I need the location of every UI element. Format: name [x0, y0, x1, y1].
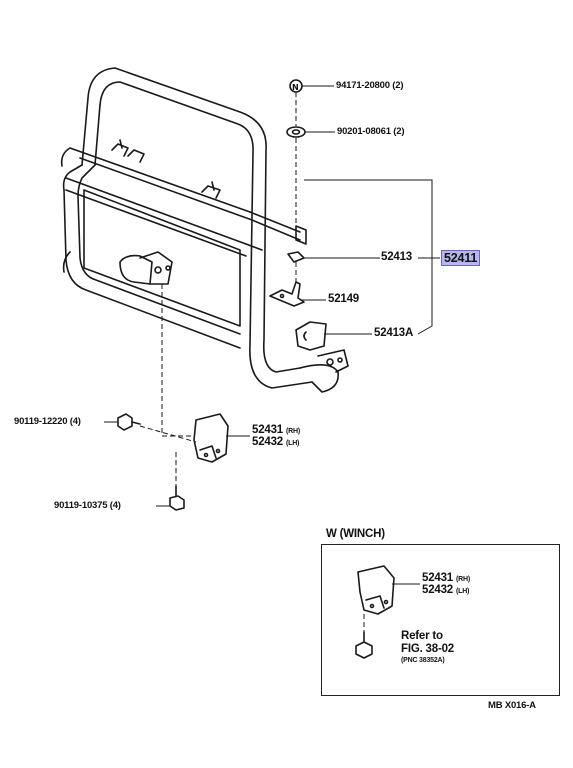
winch-refer-pnc: (PNC 38352A) — [401, 657, 445, 664]
clip-52149-part — [269, 281, 305, 307]
label-52413a: 52413A — [374, 327, 414, 339]
label-washer: 90201-08061 (2) — [337, 126, 405, 137]
nut-part: N — [289, 79, 303, 93]
label-nut: 94171-20800 (2) — [336, 80, 404, 91]
winch-refer-line1: Refer to — [401, 630, 443, 642]
label-52431-rh: 52431 (RH) — [252, 424, 300, 436]
label-52432-lh: 52432 (LH) — [252, 436, 300, 448]
winch-label-52432-lh: 52432 (LH) — [422, 584, 470, 596]
winch-title: W (WINCH) — [326, 528, 385, 540]
label-52411-highlighted[interactable]: 52411 — [441, 250, 481, 266]
winch-inset-box — [321, 544, 560, 696]
winch-bracket-part — [357, 565, 395, 615]
bolt-90119-12220-part — [117, 413, 141, 431]
winch-bolt-part — [355, 631, 373, 659]
bracket-52413a-part — [295, 321, 327, 351]
bracket-52413-part — [287, 251, 305, 263]
winch-label-52431-rh: 52431 (RH) — [422, 572, 470, 584]
label-bolt-upper: 90119-12220 (4) — [14, 416, 81, 427]
label-bolt-lower: 90119-10375 (4) — [54, 500, 121, 511]
dashed-guides — [139, 92, 365, 632]
bolt-90119-10375-part — [169, 485, 185, 511]
bracket-52431-52432-part — [193, 413, 229, 463]
winch-refer-line2: FIG. 38-02 — [401, 643, 454, 655]
label-52413: 52413 — [381, 251, 412, 263]
grille-guard — [60, 67, 349, 393]
label-52149: 52149 — [328, 293, 359, 305]
leader-lines — [104, 85, 440, 585]
svg-text:N: N — [292, 83, 299, 92]
diagram-code: MB X016-A — [488, 700, 536, 711]
washer-part — [286, 126, 306, 138]
